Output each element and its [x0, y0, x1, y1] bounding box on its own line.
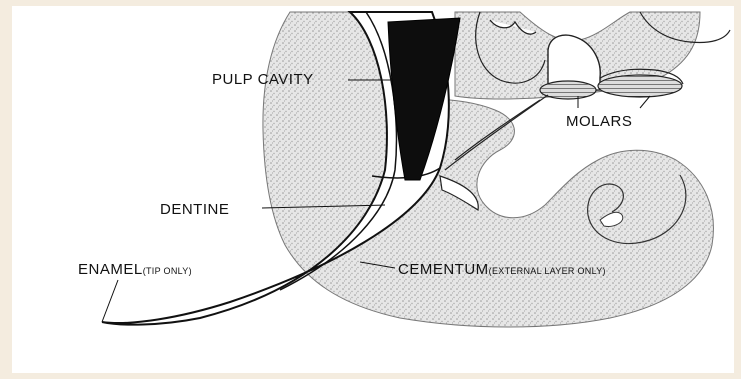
- molar-right: [598, 75, 682, 97]
- label-enamel-note: (TIP ONLY): [143, 266, 192, 276]
- label-cementum: CEMENTUM: [398, 261, 489, 278]
- molar-left: [540, 81, 596, 99]
- label-enamel: ENAMEL: [78, 261, 143, 278]
- label-dentine: DENTINE: [160, 201, 229, 218]
- label-molars: MOLARS: [566, 113, 632, 130]
- label-cementum-note: (EXTERNAL LAYER ONLY): [489, 266, 606, 276]
- label-pulp-cavity: PULP CAVITY: [212, 71, 314, 88]
